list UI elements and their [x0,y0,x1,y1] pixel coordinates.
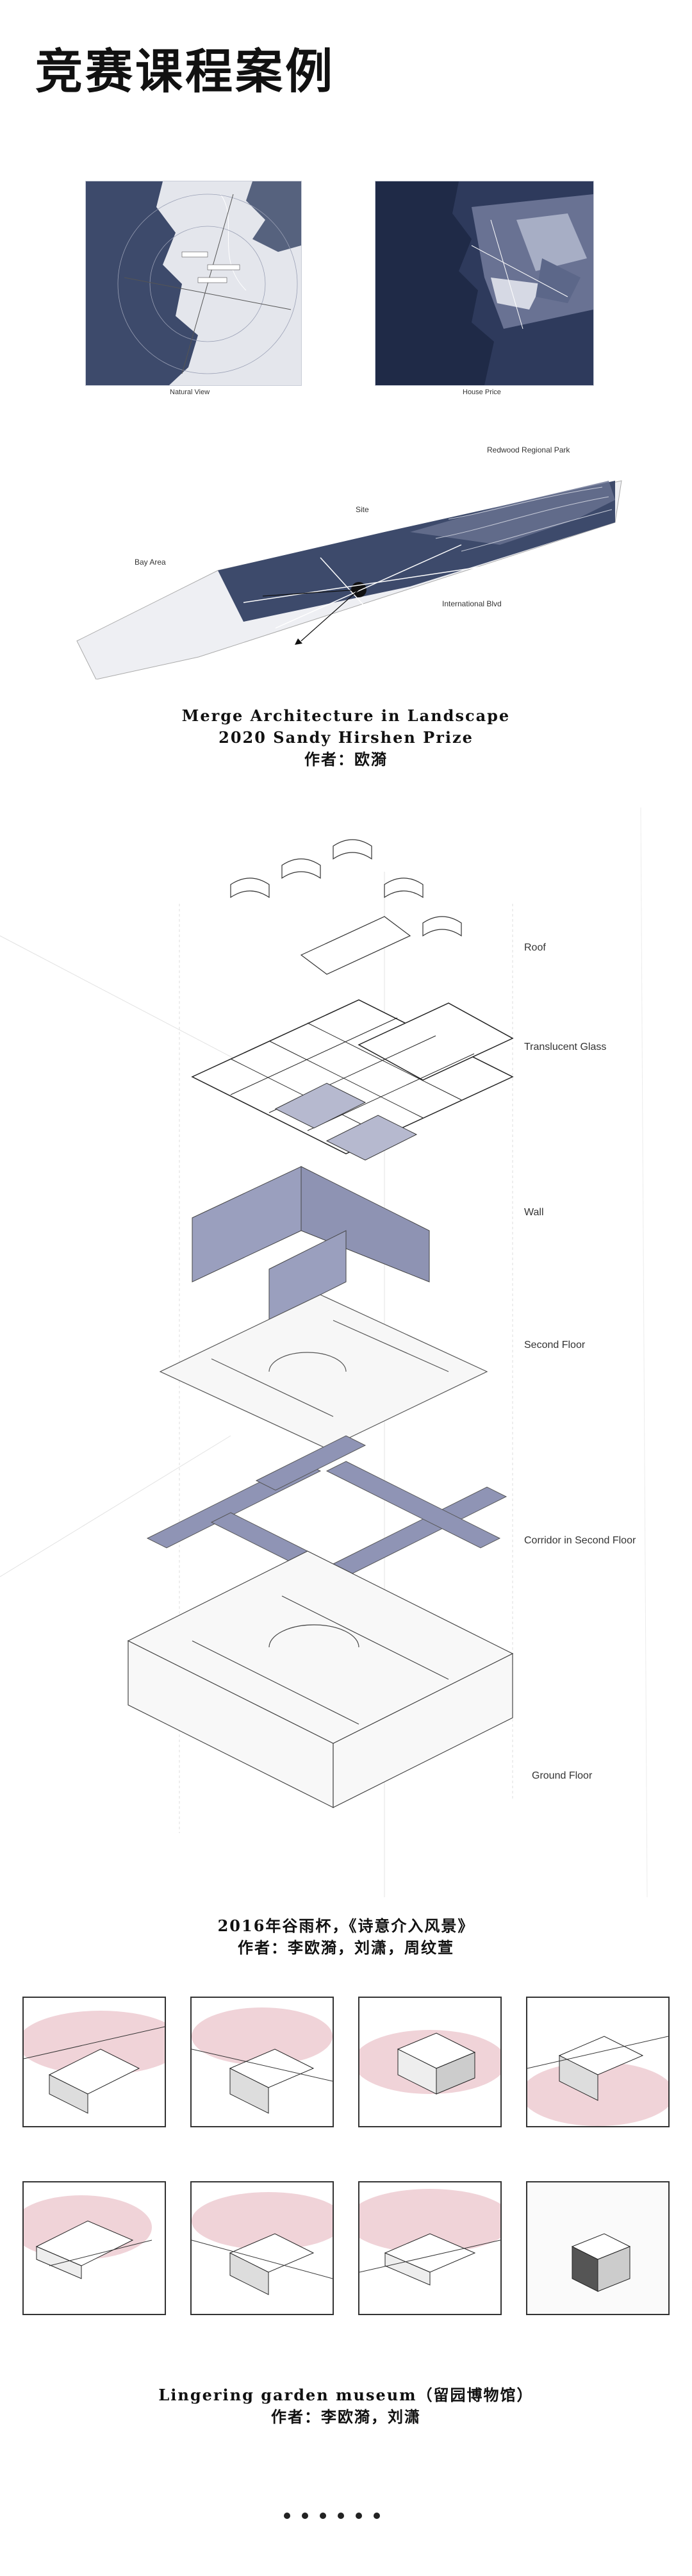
panel-1 [22,1997,166,2127]
panel-6-graphic [192,2192,333,2295]
panel-7 [358,2181,502,2315]
panel-2 [190,1997,334,2127]
panel-3 [358,1997,502,2127]
layer-label-ground-floor: Ground Floor [532,1770,593,1781]
pagination-dot-5[interactable] [356,2513,362,2519]
panel-8 [526,2181,670,2315]
exploded-axonometric-graphic [0,807,648,1898]
site-axonometric-graphic [76,480,622,680]
layer-label-second-floor: Second Floor [524,1340,586,1350]
panel-grid [22,1997,670,2356]
panel-7-graphic [359,2189,500,2286]
label-bay-area: Bay Area [135,558,166,567]
layer-label-translucent-glass: Translucent Glass [524,1042,607,1052]
pagination-dot-4[interactable] [338,2513,344,2519]
project3-caption-line1: Lingering garden museum（留园博物馆） [158,2386,534,2404]
site-axonometric [51,436,641,680]
project1-caption-line3: 作者：欧漪 [304,750,388,769]
project1-caption-line1: Merge Architecture in Landscape [181,706,511,725]
pagination-dot-3[interactable] [320,2513,326,2519]
map-caption-natural-view: Natural View [170,388,210,396]
pagination-dot-2[interactable] [302,2513,308,2519]
panel-2-graphic [192,2007,333,2114]
panel-3-graphic [359,2030,500,2095]
map-natural-view [85,181,302,386]
map-house-price [375,181,594,386]
project2-caption-line2: 作者：李欧漪，刘潇，周纹萱 [238,1938,454,1957]
page-title: 竞赛课程案例 [35,44,335,99]
layer-label-corridor: Corridor in Second Floor [524,1535,636,1546]
label-redwood-park: Redwood Regional Park [487,445,570,454]
pagination-dot-1[interactable] [284,2513,290,2519]
pagination-dots[interactable] [284,2513,380,2519]
pagination-dot-6[interactable] [374,2513,380,2519]
panel-4-graphic [527,2036,668,2126]
panel-6 [190,2181,334,2315]
panel-4 [526,1997,670,2127]
exploded-axonometric [0,807,692,1898]
panel-8-graphic [527,2182,668,2314]
label-international-blvd: International Blvd [442,599,502,608]
panel-5 [22,2181,166,2315]
house-price-map-graphic [375,181,593,385]
layer-label-roof: Roof [524,942,546,953]
project1-caption: Merge Architecture in Landscape 2020 San… [0,705,692,770]
project1-caption-line2: 2020 Sandy Hirshen Prize [218,728,474,747]
panel-1-graphic [24,2011,165,2114]
project2-caption: 2016年谷雨杯，《诗意介入风景》 作者：李欧漪，刘潇，周纹萱 [0,1915,692,1959]
project2-caption-line1: 2016年谷雨杯，《诗意介入风景》 [217,1916,475,1935]
label-site: Site [356,505,369,514]
panel-5-graphic [24,2195,152,2279]
map-caption-house-price-text: House Price [463,388,501,396]
layer-label-wall: Wall [524,1207,544,1218]
project3-caption: Lingering garden museum（留园博物馆） 作者：李欧漪，刘潇 [0,2384,692,2428]
project3-caption-line2: 作者：李欧漪，刘潇 [271,2407,421,2426]
natural-view-map-graphic [86,181,301,385]
